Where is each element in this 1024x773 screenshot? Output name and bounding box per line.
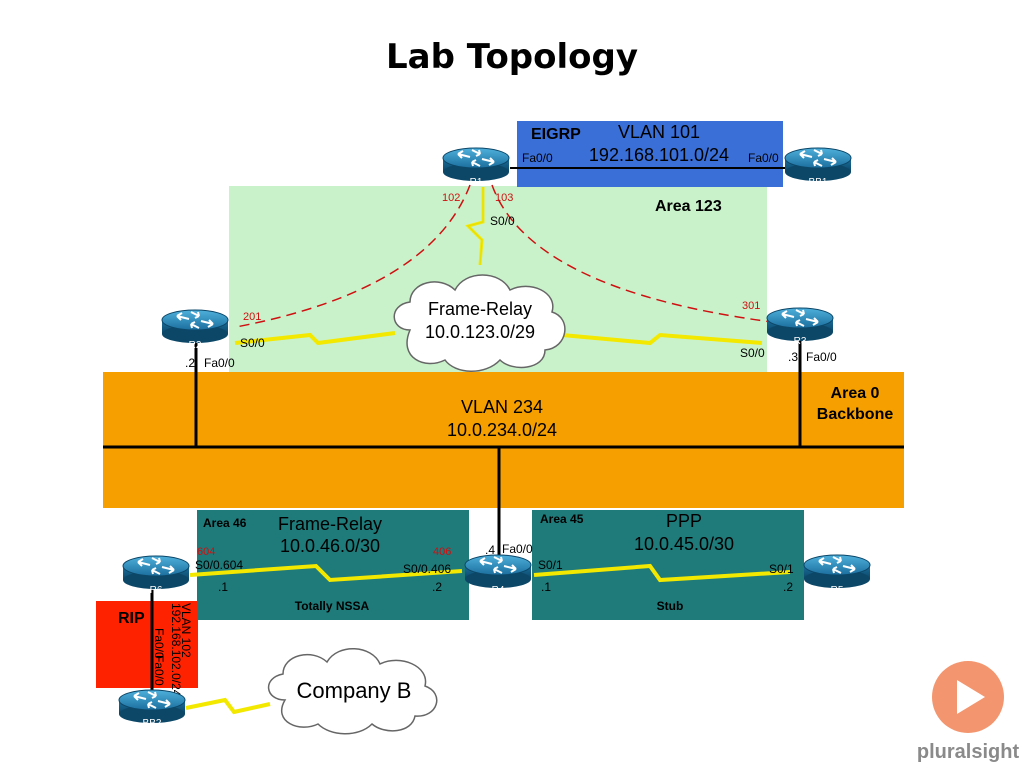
stub-label: Stub — [657, 599, 684, 613]
area-0-region — [103, 372, 904, 508]
pvc-r1-r2 — [235, 184, 471, 328]
vlan-234-label: VLAN 234 — [461, 397, 543, 417]
r3-serial-link — [539, 331, 763, 346]
router-r1-icon[interactable]: R1 — [442, 147, 510, 188]
rip-subnet: 192.168.102.0/24 — [169, 603, 183, 697]
area-46-region — [197, 510, 469, 620]
r4-serial-subif: S0/0.406 — [403, 562, 451, 576]
area-123-label: Area 123 — [655, 198, 722, 215]
r1-dlci-103: 103 — [495, 192, 513, 204]
rip-vlan-label: VLAN 102 — [179, 603, 193, 658]
area-46-subnet: 10.0.46.0/30 — [280, 536, 380, 556]
r6-r4-serial-link — [189, 563, 463, 583]
r6-serial-interface: S0/0.604 — [195, 558, 243, 572]
play-triangle-icon — [957, 680, 985, 714]
r2-dlci-201: 201 — [243, 311, 261, 323]
area-45-subnet: 10.0.45.0/30 — [634, 534, 734, 554]
router-bb2-name: BB2 — [143, 718, 162, 729]
pvc-r1-r3 — [491, 184, 773, 323]
r2-host-id: .2 — [185, 356, 195, 370]
router-r2-name: R2 — [189, 340, 202, 351]
area-45-region — [532, 510, 804, 620]
r2-serial-link — [234, 331, 396, 346]
router-r6-name: R6 — [150, 585, 163, 596]
rip-label: RIP — [118, 610, 145, 627]
r4-host-id: .4 — [485, 543, 495, 557]
r5-s01-interface: S0/1 — [769, 562, 794, 576]
router-r1-name: R1 — [470, 177, 483, 188]
frame-relay-label: Frame-Relay — [428, 299, 532, 319]
router-r3-icon[interactable]: R3 — [766, 307, 834, 347]
company-b-label: Company B — [297, 678, 412, 703]
router-bb1-icon[interactable]: BB1 — [784, 147, 852, 188]
area-46-fr-label: Frame-Relay — [278, 514, 382, 534]
r4-r5-serial-link — [533, 563, 791, 583]
r4-fa-interface: Fa0/0 — [502, 542, 533, 556]
frame-relay-subnet: 10.0.123.0/29 — [425, 322, 535, 342]
rip-region — [96, 601, 198, 688]
r4-serial-host-46: .2 — [432, 580, 442, 594]
router-r5-name: R5 — [831, 585, 844, 596]
vlan-101-subnet: 192.168.101.0/24 — [589, 145, 729, 165]
page-title: Lab Topology — [386, 37, 638, 77]
bb2-companyb-link — [185, 697, 271, 715]
totally-nssa-label: Totally NSSA — [295, 599, 370, 613]
r1-dlci-102: 102 — [442, 192, 460, 204]
router-r4-icon[interactable]: R4 — [464, 554, 532, 596]
brand-label: pluralsight — [917, 741, 1020, 763]
r1-serial-link-fill — [465, 187, 485, 266]
r2-fa-interface: Fa0/0 — [204, 356, 235, 370]
pluralsight-logo: pluralsight — [917, 661, 1020, 763]
area-45-label: Area 45 — [540, 512, 584, 526]
frame-relay-cloud: Frame-Relay 10.0.123.0/29 — [393, 274, 566, 372]
r2-serial-interface: S0/0 — [240, 336, 265, 350]
router-r3-name: R3 — [794, 336, 807, 347]
eigrp-region — [517, 121, 783, 187]
ppp-label: PPP — [666, 511, 702, 531]
router-bb1-name: BB1 — [809, 177, 828, 188]
r6-serial-host: .1 — [218, 580, 228, 594]
router-r5-icon[interactable]: R5 — [803, 554, 871, 596]
area-46-label: Area 46 — [203, 516, 247, 530]
router-r6-icon[interactable]: R6 — [122, 555, 190, 596]
vlan-101-label: VLAN 101 — [618, 122, 700, 142]
r3-serial-interface: S0/0 — [740, 346, 765, 360]
r4-ppp-host: .1 — [541, 580, 551, 594]
r4-dlci-406: 406 — [433, 546, 451, 558]
r1-fa-interface: Fa0/0 — [522, 151, 553, 165]
r6-dlci-604: 604 — [197, 546, 215, 558]
backbone-label: Backbone — [817, 406, 894, 423]
bb1-fa-interface: Fa0/0 — [748, 151, 779, 165]
company-b-cloud: Company B — [267, 648, 438, 735]
r5-ppp-host: .2 — [783, 580, 793, 594]
area-0-label: Area 0 — [831, 385, 880, 402]
router-bb2-icon[interactable]: BB2 — [118, 689, 186, 729]
r6-fa-interface: Fa0/0 — [152, 628, 166, 659]
bb2-fa-interface: Fa0/0 — [152, 655, 166, 686]
r3-host-id: .3 — [788, 350, 798, 364]
eigrp-label: EIGRP — [531, 126, 581, 143]
r1-serial-interface: S0/0 — [490, 214, 515, 228]
r4-s01-interface: S0/1 — [538, 558, 563, 572]
router-r2-icon[interactable]: R2 — [161, 309, 229, 351]
router-r4-name: R4 — [492, 585, 505, 596]
r3-dlci-301: 301 — [742, 300, 760, 312]
r3-fa-interface: Fa0/0 — [806, 350, 837, 364]
vlan-234-subnet: 10.0.234.0/24 — [447, 420, 557, 440]
